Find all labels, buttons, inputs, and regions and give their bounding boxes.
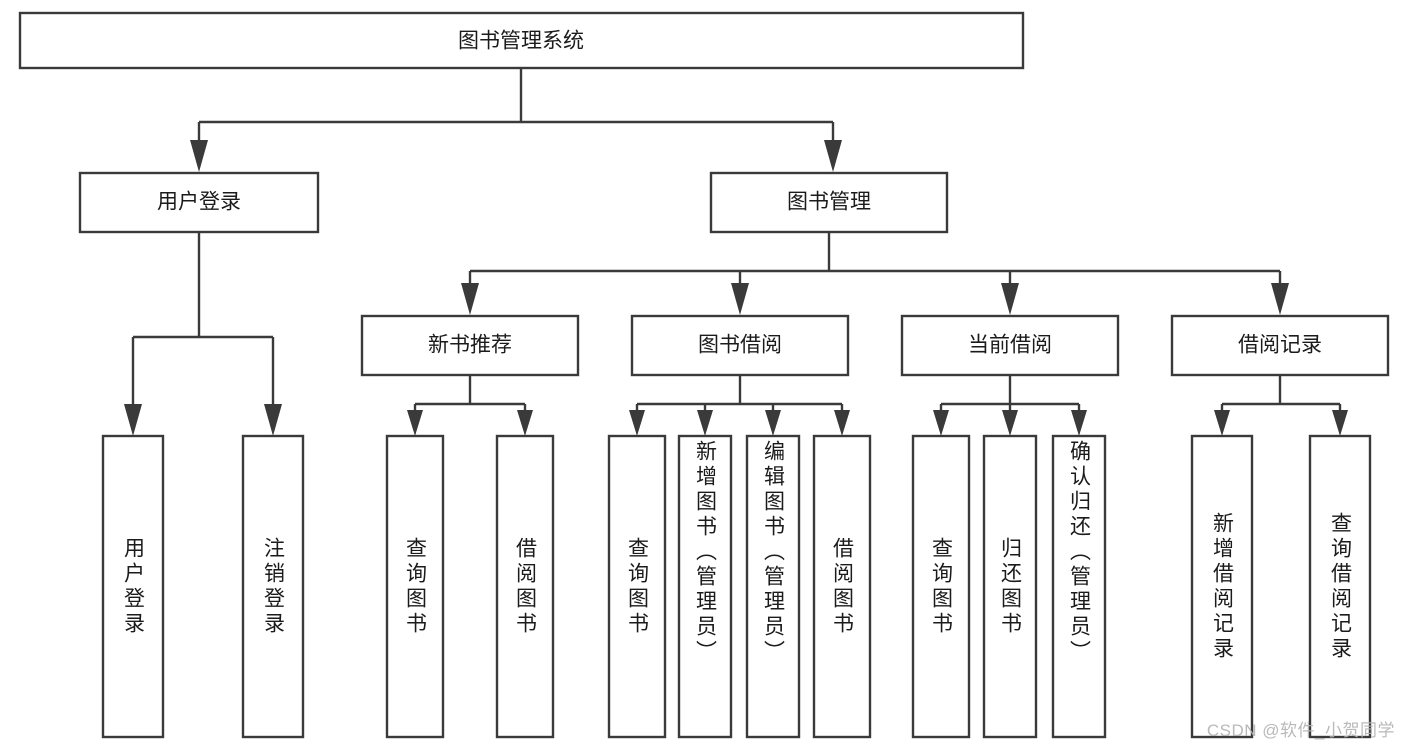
node-book-management-label: 图书管理 <box>787 191 871 214</box>
arrowhead-user-login-leaf1 <box>264 404 282 436</box>
node-user-login-label: 用户登录 <box>157 191 241 214</box>
node-current-borrow-label: 当前借阅 <box>968 334 1052 357</box>
arrowhead-user-login-leaf0 <box>124 404 142 436</box>
leaf-box-borrow-3[interactable] <box>812 434 872 739</box>
leaf-box-current-0[interactable] <box>911 434 971 739</box>
arrowhead-record-leaf0 <box>1214 410 1230 436</box>
leaf-boxes-user-login <box>101 434 305 739</box>
node-new-book-recommend-label: 新书推荐 <box>428 334 512 357</box>
arrowhead-recommend-leaf0 <box>407 410 423 436</box>
arrowhead-user-login <box>190 140 208 172</box>
leaf-boxes-new-book-recommend <box>385 434 555 739</box>
leaf-box-current-1[interactable] <box>982 434 1038 739</box>
leaf-box-record-1[interactable] <box>1308 434 1372 739</box>
node-user-login[interactable]: 用户登录 <box>78 171 320 234</box>
arrowhead-current-leaf0 <box>933 410 949 436</box>
node-borrow-record[interactable]: 借阅记录 <box>1170 314 1390 377</box>
leaf-box-user-login-0[interactable] <box>101 434 165 739</box>
leaf-box-recommend-0[interactable] <box>385 434 445 739</box>
node-new-book-recommend-box[interactable] <box>360 314 580 377</box>
leaf-box-borrow-2[interactable] <box>745 434 801 739</box>
node-current-borrow[interactable]: 当前借阅 <box>900 314 1120 377</box>
node-book-borrow-box[interactable] <box>630 314 850 377</box>
arrowhead-borrow-leaf3 <box>834 410 850 436</box>
node-borrow-record-label: 借阅记录 <box>1238 334 1322 357</box>
arrowhead-current-leaf1 <box>1002 410 1018 436</box>
node-book-borrow[interactable]: 图书借阅 <box>630 314 850 377</box>
node-user-login-box[interactable] <box>78 171 320 234</box>
leaf-box-current-2[interactable] <box>1051 434 1107 739</box>
arrowhead-l3-3 <box>1271 283 1289 315</box>
node-root[interactable]: 图书管理系统 <box>18 11 1025 70</box>
leaf-boxes-book-borrow <box>607 434 872 739</box>
arrowhead-record-leaf1 <box>1332 410 1348 436</box>
arrowhead-borrow-leaf2 <box>765 410 781 436</box>
node-root-box[interactable] <box>18 11 1025 70</box>
leaf-box-record-0[interactable] <box>1190 434 1254 739</box>
arrowhead-book-mgmt <box>824 140 842 172</box>
leaf-boxes-borrow-record <box>1190 434 1372 739</box>
node-book-borrow-label: 图书借阅 <box>698 334 782 357</box>
leaf-box-recommend-1[interactable] <box>495 434 555 739</box>
leaf-box-borrow-0[interactable] <box>607 434 667 739</box>
node-current-borrow-box[interactable] <box>900 314 1120 377</box>
arrowhead-l3-2 <box>1001 283 1019 315</box>
node-root-label: 图书管理系统 <box>458 30 584 53</box>
node-book-management[interactable]: 图书管理 <box>709 171 949 234</box>
node-new-book-recommend[interactable]: 新书推荐 <box>360 314 580 377</box>
node-book-management-box[interactable] <box>709 171 949 234</box>
arrowhead-recommend-leaf1 <box>517 410 533 436</box>
node-borrow-record-box[interactable] <box>1170 314 1390 377</box>
leaf-box-user-login-1[interactable] <box>241 434 305 739</box>
arrowhead-l3-0 <box>461 283 479 315</box>
arrowhead-borrow-leaf0 <box>629 410 645 436</box>
leaf-box-borrow-1[interactable] <box>677 434 733 739</box>
arrowhead-l3-1 <box>731 283 749 315</box>
arrowhead-borrow-leaf1 <box>697 410 713 436</box>
connector-layer <box>124 68 1348 436</box>
arrowhead-current-leaf2 <box>1071 410 1087 436</box>
leaf-boxes-current-borrow <box>911 434 1107 739</box>
